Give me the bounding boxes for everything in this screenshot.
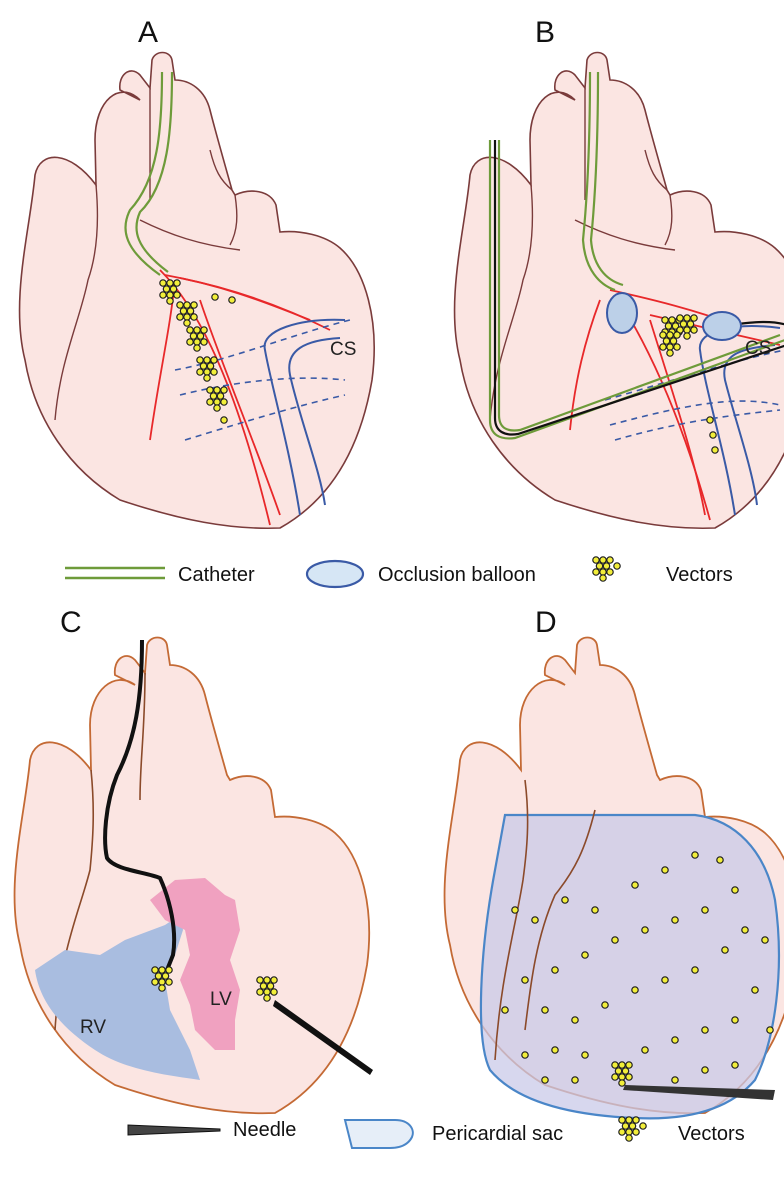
panel-b-heart xyxy=(455,53,784,529)
panel-b-cs-label: CS xyxy=(745,338,771,359)
needle-icon xyxy=(128,1125,220,1135)
legend-needle-label: Needle xyxy=(233,1119,296,1141)
panel-c-heart xyxy=(15,638,370,1114)
legend-vectors-label-bottom: Vectors xyxy=(678,1123,745,1145)
vectors-icon-bottom xyxy=(619,1117,646,1141)
panel-a-cs-label: CS xyxy=(330,339,356,360)
vectors-icon-top xyxy=(593,557,620,581)
legend-catheter-label: Catheter xyxy=(178,564,255,586)
panel-c-rv-label: RV xyxy=(80,1017,106,1038)
legend-balloon-label: Occlusion balloon xyxy=(378,564,536,586)
panel-b-balloon-sinus xyxy=(703,312,741,340)
legend-vectors-label-top: Vectors xyxy=(666,564,733,586)
panel-b-label: B xyxy=(535,16,555,49)
panel-b-balloon-aortic xyxy=(607,293,637,333)
panel-d-label: D xyxy=(535,606,557,639)
sac-icon xyxy=(345,1120,413,1148)
panel-a-label: A xyxy=(138,16,158,49)
catheter-icon xyxy=(65,568,165,578)
legend-sac-label: Pericardial sac xyxy=(432,1123,563,1145)
legend-top: Catheter Occlusion balloon Vectors xyxy=(65,557,733,587)
panel-a: A xyxy=(20,16,375,528)
panel-c-label: C xyxy=(60,606,82,639)
panel-a-heart xyxy=(20,53,375,529)
panel-d: D xyxy=(445,606,784,1118)
legend-bottom: Needle Pericardial sac Vectors xyxy=(128,1117,745,1148)
balloon-icon xyxy=(307,561,363,587)
panel-b: B xyxy=(455,16,784,528)
panel-c: C RV LV xyxy=(15,606,373,1113)
panel-c-lv-label: LV xyxy=(210,989,232,1010)
